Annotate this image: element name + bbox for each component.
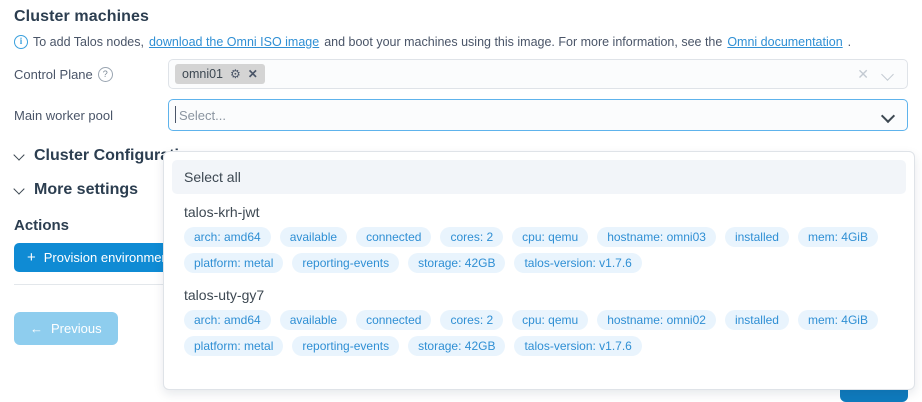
tag: hostname: omni03: [597, 227, 716, 247]
tag: cpu: qemu: [512, 310, 589, 330]
machine-chip-label: omni01: [182, 67, 223, 81]
section-cluster-configuration-label: Cluster Configuration: [34, 147, 199, 164]
question-mark-icon[interactable]: ?: [97, 66, 113, 82]
tag: connected: [356, 310, 432, 330]
clear-icon[interactable]: ✕: [857, 66, 869, 82]
tag: installed: [724, 310, 789, 330]
main-worker-pool-select[interactable]: Select...: [168, 99, 908, 131]
tag: installed: [724, 227, 789, 247]
omni-documentation-link[interactable]: Omni documentation: [727, 35, 843, 49]
arrow-left-icon: ←: [30, 321, 43, 336]
main-worker-pool-label: Main worker pool: [14, 107, 113, 123]
tag: platform: metal: [184, 253, 284, 273]
provision-environment-button[interactable]: + Provision environment: [14, 243, 186, 272]
dropdown-option-tags: arch: amd64 available connected cores: 2…: [184, 227, 884, 273]
dropdown-option-1[interactable]: talos-uty-gy7 arch: amd64 available conn…: [164, 277, 914, 360]
info-text-before: To add Talos nodes,: [33, 35, 144, 49]
tag: arch: amd64: [184, 310, 271, 330]
chevron-down-icon: [14, 150, 26, 162]
control-plane-label: Control Plane: [14, 66, 93, 82]
actions-title: Actions: [14, 217, 70, 234]
tag: cores: 2: [440, 227, 504, 247]
plus-icon: +: [27, 249, 36, 266]
tag: platform: metal: [184, 336, 284, 356]
page-title: Cluster machines: [14, 8, 149, 25]
tag: talos-version: v1.7.6: [514, 336, 642, 356]
tag: arch: amd64: [184, 227, 271, 247]
tag: available: [279, 310, 348, 330]
dropdown-option-tags: arch: amd64 available connected cores: 2…: [184, 310, 884, 356]
tag: cpu: qemu: [512, 227, 589, 247]
section-more-settings-label: More settings: [34, 181, 139, 198]
previous-button[interactable]: ← Previous: [14, 312, 118, 345]
tag: mem: 4GiB: [797, 227, 878, 247]
dropdown-option-title: talos-krh-jwt: [184, 204, 260, 220]
main-worker-pool-placeholder: Select...: [175, 105, 226, 123]
tag: reporting-events: [292, 253, 400, 273]
machine-chip-omni01[interactable]: omni01 ⚙ ✕: [175, 64, 265, 84]
tag: reporting-events: [292, 336, 400, 356]
provision-environment-label: Provision environment: [43, 250, 173, 265]
tag: cores: 2: [440, 310, 504, 330]
info-text-middle: and boot your machines using this image.…: [324, 35, 723, 49]
control-plane-label-group: Control Plane ?: [14, 66, 168, 82]
previous-button-label: Previous: [51, 321, 102, 336]
tag: storage: 42GB: [408, 253, 506, 273]
info-banner: i To add Talos nodes, download the Omni …: [14, 35, 908, 49]
section-cluster-configuration[interactable]: Cluster Configuration: [14, 147, 908, 165]
tag: connected: [356, 227, 432, 247]
select-all-option[interactable]: Select all: [172, 160, 906, 194]
main-worker-pool-label-group: Main worker pool: [14, 108, 168, 123]
info-circle-icon: i: [14, 35, 28, 49]
dropdown-option-title: talos-uty-gy7: [184, 287, 265, 303]
main-worker-pool-row: Main worker pool Select...: [14, 99, 908, 131]
tag: mem: 4GiB: [797, 310, 878, 330]
gear-icon[interactable]: ⚙: [230, 67, 241, 81]
chevron-down-icon: [14, 184, 26, 196]
omni-iso-link[interactable]: download the Omni ISO image: [148, 35, 320, 49]
tag: talos-version: v1.7.6: [514, 253, 642, 273]
tag: storage: 42GB: [408, 336, 506, 356]
tag: hostname: omni02: [597, 310, 716, 330]
tag: available: [279, 227, 348, 247]
chevron-down-icon[interactable]: [881, 67, 895, 81]
dropdown-option-0[interactable]: talos-krh-jwt arch: amd64 available conn…: [164, 194, 914, 277]
close-icon[interactable]: ✕: [247, 67, 258, 81]
info-text-after: .: [847, 35, 852, 49]
section-more-settings[interactable]: More settings: [14, 181, 908, 199]
control-plane-row: Control Plane ? omni01 ⚙ ✕ ✕: [14, 59, 908, 89]
worker-pool-dropdown[interactable]: Select all talos-krh-jwt arch: amd64 ava…: [163, 151, 915, 390]
chevron-down-icon[interactable]: [881, 108, 895, 122]
text-caret: [175, 105, 176, 123]
control-plane-field[interactable]: omni01 ⚙ ✕ ✕: [168, 59, 908, 89]
